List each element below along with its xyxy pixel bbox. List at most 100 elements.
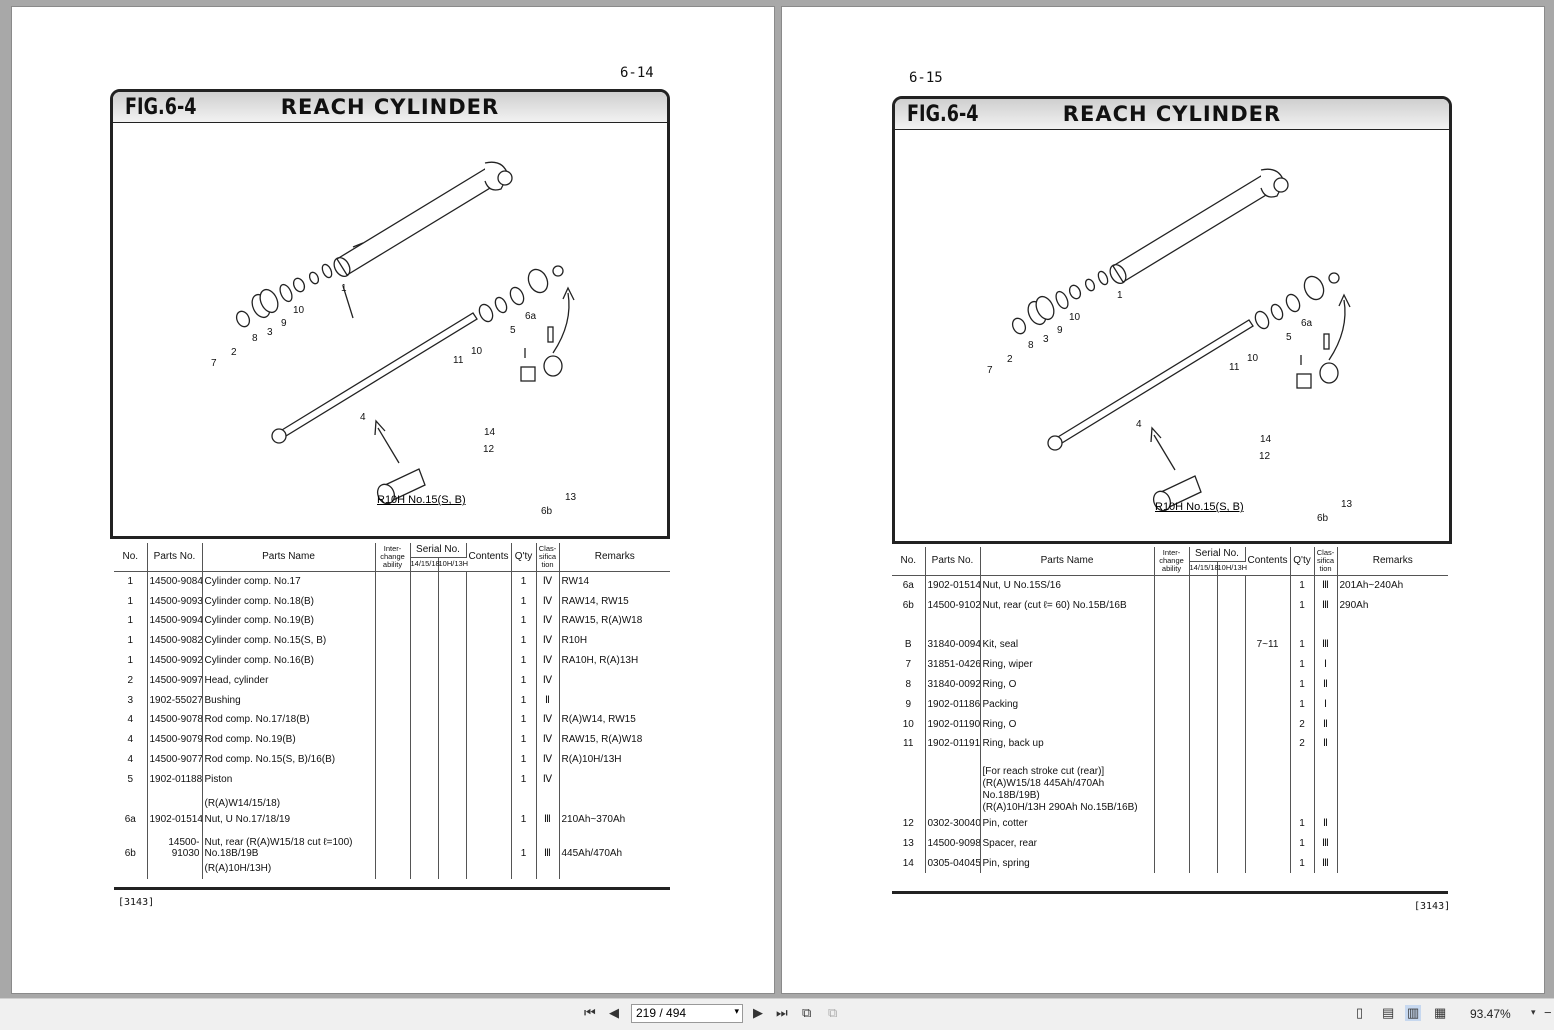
page-selector[interactable]: 219 / 494 ▾ [631,1004,743,1023]
row-qty: 1 [511,829,537,860]
row-serial-a [1189,635,1218,655]
col-interchange: Inter- change ability [375,543,411,572]
row-qty: 1 [511,670,537,691]
last-page-icon[interactable]: ⏭ [776,1005,788,1020]
svg-text:4: 4 [1136,419,1142,430]
row-serial-b [1217,654,1246,675]
row-parts-name: Rod comp. No.19(B) [202,729,376,750]
row-serial-a [410,829,439,860]
paste-icon[interactable]: ⧉ [828,1005,838,1020]
copy-icon[interactable]: ⧉ [802,1005,812,1020]
row-parts-name: Ring, back up [980,734,1155,754]
row-parts-no: 1902-01190 [925,714,981,735]
svg-text:7: 7 [987,365,993,376]
row-parts-name: Nut, rear (R(A)W15/18 cut ℓ=100) No.18B/… [202,829,376,860]
svg-text:12: 12 [1259,451,1271,462]
zoom-level[interactable]: 93.47% [1470,1007,1511,1021]
col-remarks: Remarks [1337,547,1448,576]
row-serial-a [1189,674,1218,695]
row-serial-a [1189,575,1218,596]
row-parts-name: Nut, U No.15S/16 [980,575,1155,596]
first-page-icon[interactable]: ⏮ [584,1005,596,1020]
row-parts-no: 14500-90820 [147,630,203,651]
row-serial-a [410,729,439,750]
row-serial-a [410,611,439,631]
row-no: 6b [892,595,926,616]
row-class: Ⅳ [536,749,560,770]
row-interchange [375,650,411,671]
row-interchange [1154,833,1190,854]
svg-text:9: 9 [1057,325,1063,336]
svg-text:11: 11 [453,355,464,366]
row-remarks [1337,814,1448,834]
row-parts-name: Cylinder comp. No.19(B) [202,611,376,631]
col-parts-no: Parts No. [147,543,203,572]
row-parts-name: Cylinder comp. No.16(B) [202,650,376,671]
row-no: 1 [114,611,148,631]
zoom-dropdown-icon[interactable]: ▾ [1531,1007,1536,1017]
two-page-view-icon[interactable]: ▥ [1405,1005,1422,1021]
row-remarks [559,690,670,710]
row-parts-no: 14500-90920 [147,650,203,671]
row-serial-b [438,690,467,711]
row-interchange [1154,813,1190,834]
row-qty: 1 [511,591,537,612]
row-serial-a [1189,734,1218,754]
row-no: 4 [114,749,148,770]
row-remarks: 201Ah~240Ah [1339,579,1404,591]
row-parts-name: Nut, U No.17/18/19 [202,809,376,830]
col-parts-no: Parts No. [925,547,981,576]
row-remarks: 290Ah [1339,599,1369,611]
row-remarks [1337,655,1448,675]
row-class: Ⅰ [1314,654,1338,675]
row-qty: 2 [1290,714,1315,735]
svg-text:10: 10 [293,305,305,316]
row-remarks [559,769,670,789]
row-parts-no: 1902-01186 [925,694,981,715]
row-contents [466,611,512,631]
row-contents [1245,833,1291,854]
col-contents: Contents [466,543,512,572]
table-bottom-rule [892,891,1448,894]
exploded-parts-diagram: 1 2 3 4 5 6a 6b 7 8 9 10 10 11 12 13 14 … [211,161,577,517]
row-remarks [559,670,670,690]
row-qty: 1 [1290,654,1315,675]
row-serial-b [438,749,467,770]
col-parts-name: Parts Name [202,543,376,572]
row-serial-b [438,571,467,592]
row-remarks: R10H [561,635,588,647]
two-page-continuous-icon[interactable]: ▦ [1434,1005,1447,1020]
row-interchange [375,769,411,790]
row-qty: 1 [1290,575,1315,596]
row-serial-b [1217,714,1246,735]
row-qty: 1 [511,809,537,830]
svg-text:10: 10 [1247,353,1259,364]
exploded-parts-diagram: 1 2 3 4 5 6a 6b 7 8 9 10 10 11 12 13 14 … [987,168,1353,524]
row-qty: 2 [1290,734,1315,754]
next-page-icon[interactable]: ▶ [753,1005,763,1020]
row-contents [466,729,512,750]
row-no: 10 [892,714,926,735]
row-interchange [375,749,411,770]
row-serial-a [410,571,439,592]
row-interchange [375,611,411,631]
row-parts-name: Nut, rear (cut ℓ= 60) No.15B/16B [980,595,1155,616]
row-interchange [375,729,411,750]
row-class: Ⅲ [1314,853,1338,874]
row-parts-no: 14500-90930 [147,591,203,612]
row-parts-no: 14500-90840 [147,571,203,592]
row-remarks: R(A)10H/13H [561,754,622,766]
row-remarks [1337,675,1448,695]
previous-page-icon[interactable]: ◀ [609,1005,619,1020]
continuous-view-icon[interactable]: ▤ [1382,1005,1395,1020]
zoom-out-icon[interactable]: − [1544,1005,1552,1020]
row-interchange [375,630,411,651]
single-page-view-icon[interactable]: ▯ [1356,1005,1364,1020]
row-remarks [1337,734,1448,754]
row-parts-name: Ring, O [980,714,1155,735]
row-parts-name: Piston [202,769,376,790]
row-class: Ⅳ [536,650,560,671]
row-contents [1245,853,1291,874]
